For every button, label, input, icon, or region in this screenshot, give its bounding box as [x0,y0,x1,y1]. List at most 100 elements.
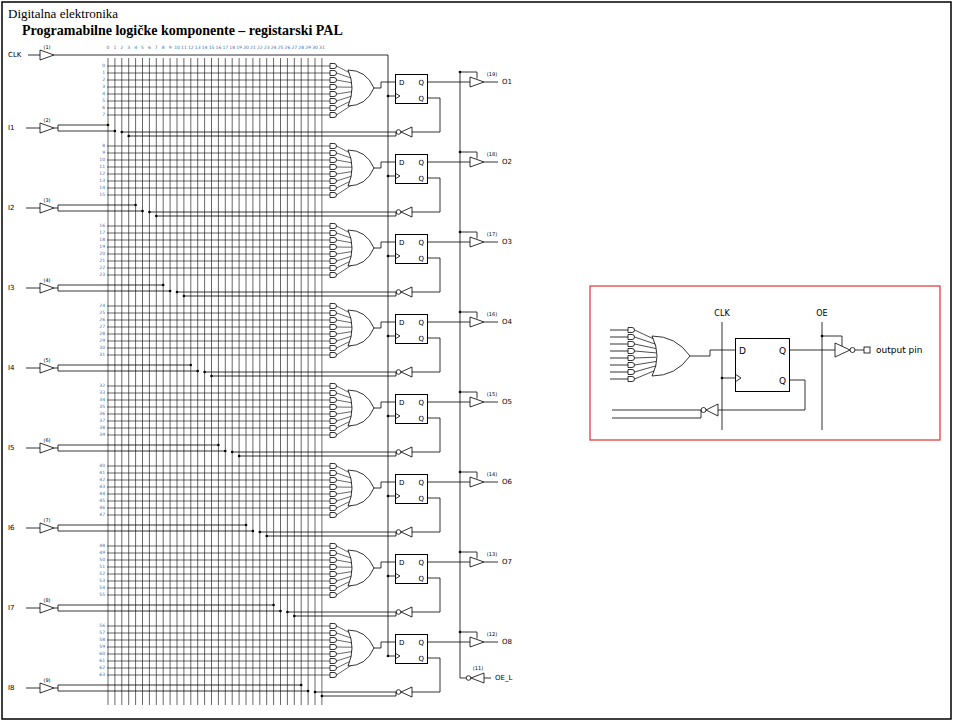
junction-dot [238,455,241,458]
product-term-row [107,407,330,408]
junction-dot [127,135,130,138]
wire [610,365,628,366]
junction-dot [183,295,186,298]
oe-wire [460,472,477,479]
product-term-row [107,661,330,662]
and-gate [330,638,337,643]
oe-buffer [471,673,484,683]
and-gate [330,384,337,389]
wire [337,167,353,168]
junction-dot [155,215,158,218]
wire [337,652,353,654]
feedback-wire [287,612,396,613]
product-term-row [107,160,330,161]
product-term-row [107,668,330,669]
wire [610,330,628,331]
pin-letter: D [399,480,404,487]
signal-name: I4 [8,365,15,372]
product-term-row [107,574,330,575]
output-buffer [835,343,850,357]
junction-dot [459,631,462,634]
product-term-row [107,115,330,116]
input-wire [58,205,59,211]
or-gate [348,150,374,186]
input-wire [58,125,59,131]
input-wire [58,365,191,366]
product-term-row [107,181,330,182]
wire [374,242,395,248]
row-number: 44 [99,492,105,497]
pin-number: (6) [43,438,50,443]
wire [484,322,498,323]
pin-letter: Q [418,80,424,87]
oe-wire [460,152,477,159]
signal-name: O5 [502,399,512,406]
row-number: 30 [99,346,105,351]
row-number: 51 [99,565,105,570]
wire [337,560,353,563]
and-gate [628,370,635,375]
pin-number: (3) [43,198,50,203]
wire [610,358,628,359]
input-buffer [40,50,54,60]
feedback-buffer [401,287,412,297]
product-term-row [107,66,330,67]
feedback-buffer [401,367,412,377]
feedback-wire [177,292,396,293]
and-gate [330,85,337,90]
wire [610,379,628,380]
and-gate [330,151,337,156]
product-term-row [107,567,330,568]
pin-number: (4) [43,278,50,283]
wire [374,402,395,408]
wire [635,357,657,359]
input-wire [58,211,143,212]
and-gate [628,342,635,347]
and-gate [330,346,337,351]
grid-column [225,58,226,705]
pin-letter: Q [418,416,424,423]
feedback-buffer [401,127,412,137]
wire [337,336,353,341]
wire [337,416,353,421]
pin-number: (17) [487,232,497,237]
junction-dot [134,204,137,207]
product-term-row [107,341,330,342]
input-wire [26,608,40,609]
row-number: 22 [99,266,105,271]
signal-name: I3 [8,285,15,292]
grid-column [232,58,233,705]
pin-number: (8) [43,598,50,603]
pin-letter: D [399,640,404,647]
junction-dot [721,377,724,380]
and-gate [330,579,337,584]
wire [428,402,470,403]
row-number: 42 [99,478,105,483]
signal-name: O8 [502,639,512,646]
flip-flop: DQQ [395,474,428,504]
clock-wire [722,378,735,379]
product-term-row [107,560,330,561]
signal-name: I1 [8,125,15,132]
input-wire [54,608,58,609]
and-gate [330,311,337,316]
grid-column [121,58,122,705]
wire [635,351,657,353]
input-buffer [40,283,54,293]
flip-flop: DQQ [395,554,428,584]
row-number: 18 [99,238,105,243]
grid-column [246,58,247,705]
pin-number: (15) [487,392,497,397]
pin-letter: D [399,560,404,567]
input-wire [58,525,246,526]
feedback-buffer [401,207,412,217]
feedback-wire [184,292,396,296]
feedback-wire [122,132,396,133]
row-number: 62 [99,666,105,671]
row-number: 24 [99,304,105,309]
and-gate [628,349,635,354]
junction-dot [141,210,144,213]
wire [484,82,498,83]
feedback-wire [205,372,396,373]
wire [428,642,470,643]
